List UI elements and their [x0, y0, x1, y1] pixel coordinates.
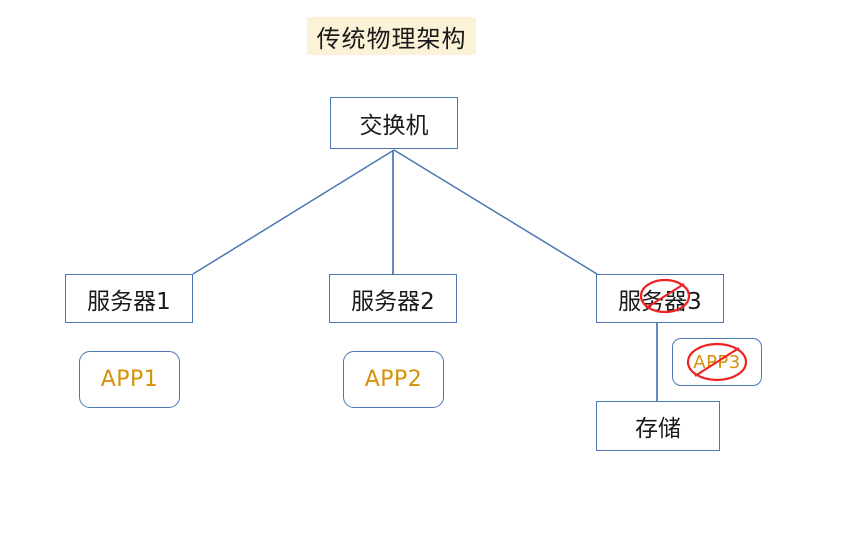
node-server3[interactable]: 服务器3: [596, 274, 724, 323]
node-app2[interactable]: APP2: [343, 351, 444, 408]
node-server1-label: 服务器1: [87, 288, 171, 315]
node-server2[interactable]: 服务器2: [329, 274, 457, 323]
node-switch[interactable]: 交换机: [330, 97, 458, 149]
node-storage[interactable]: 存储: [596, 401, 720, 451]
node-app3[interactable]: APP3: [672, 338, 762, 386]
node-server2-label: 服务器2: [351, 288, 435, 315]
edge-switch-server1: [192, 149, 395, 275]
page-title: 传统物理架构: [307, 17, 476, 55]
node-app1-label: APP1: [100, 367, 159, 392]
node-storage-label: 存储: [635, 416, 681, 442]
node-server3-label: 服务器3: [618, 288, 702, 315]
node-server1[interactable]: 服务器1: [65, 274, 193, 323]
node-app3-label: APP3: [693, 351, 741, 373]
edge-switch-server3: [393, 149, 598, 275]
node-app2-label: APP2: [364, 367, 423, 392]
node-app1[interactable]: APP1: [79, 351, 180, 408]
node-switch-label: 交换机: [359, 113, 429, 139]
